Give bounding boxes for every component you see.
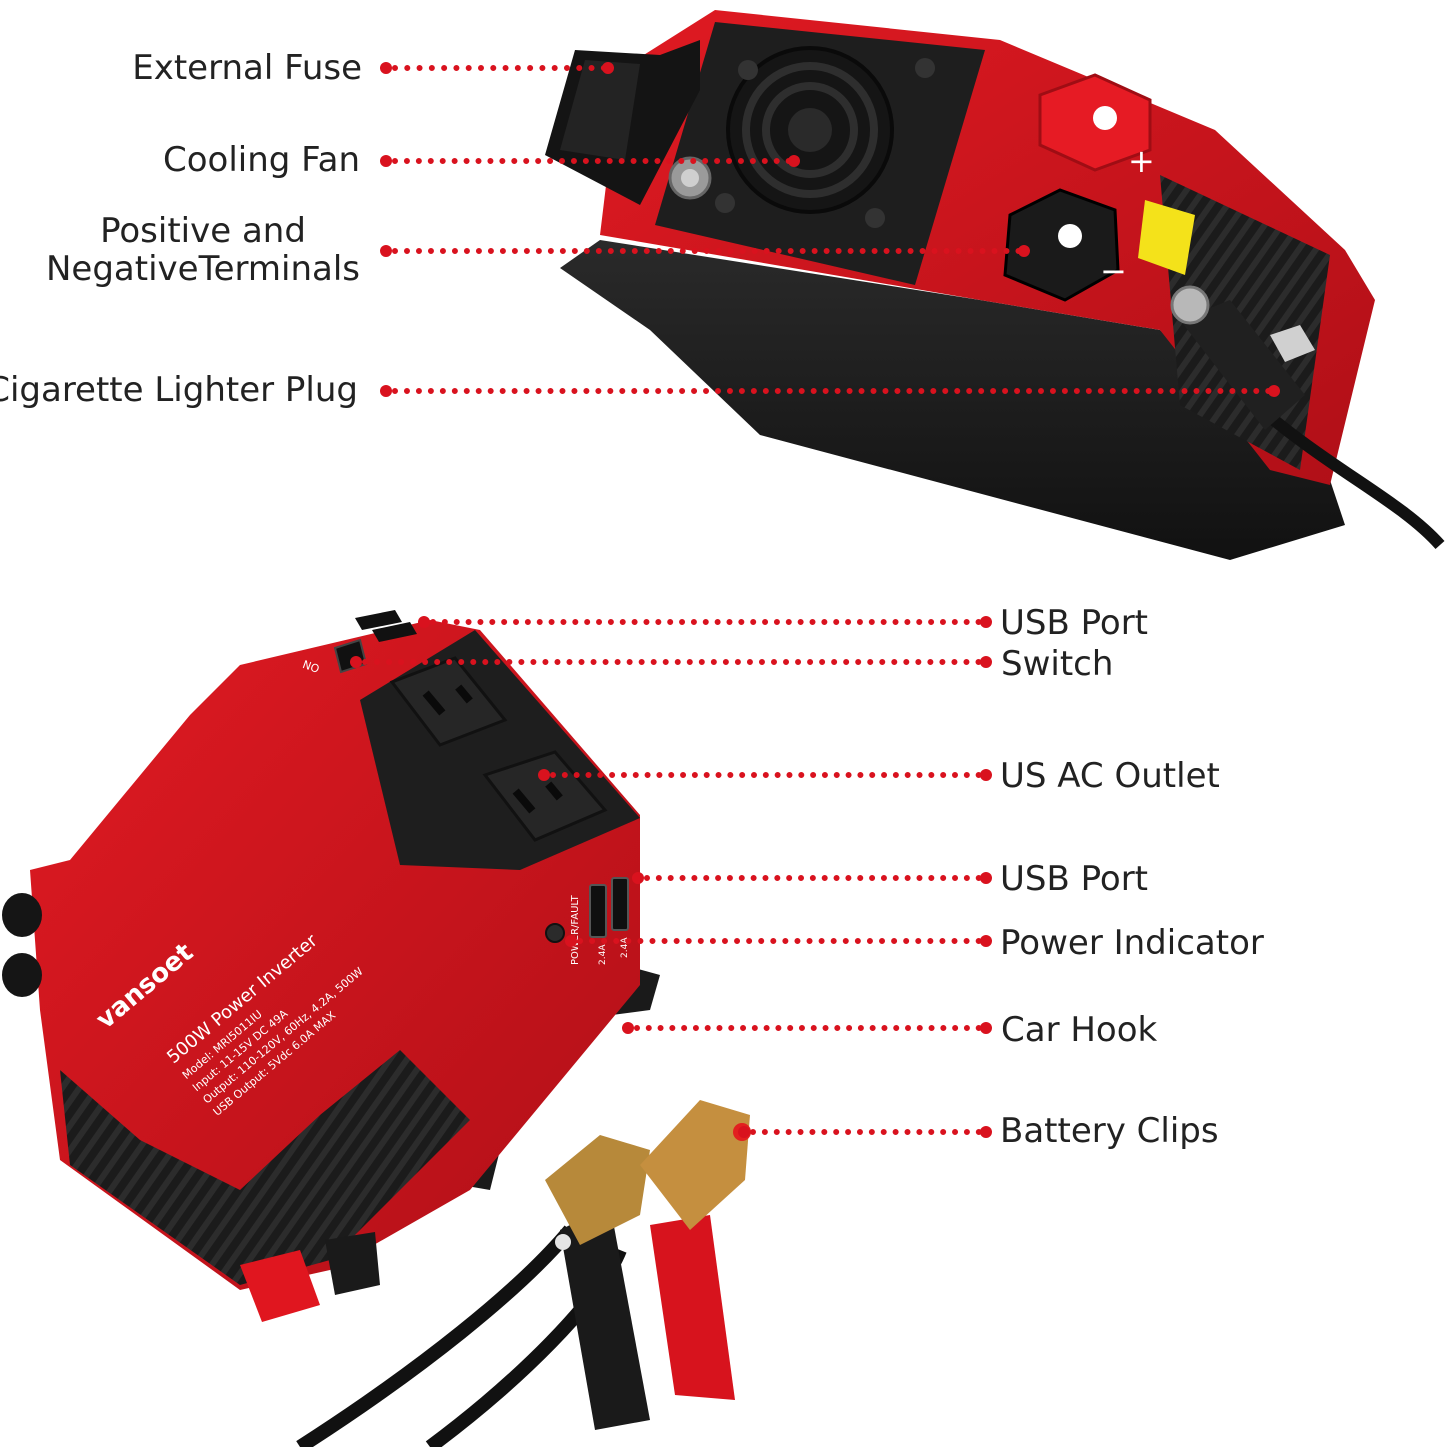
line-cooling-fan [392,158,792,164]
label-battery-clips: Battery Clips [1000,1111,1219,1151]
dot-battery-clips-start [738,1126,750,1138]
dot-usb-top-end [980,616,992,628]
label-switch: Switch [1001,644,1114,684]
plus-sign: + [1128,142,1155,180]
usb-rating-2: 2.4A [620,937,630,958]
line-external-fuse [392,65,607,71]
dot-car-hook-start [622,1022,634,1034]
dot-ac-outlet-start [538,769,550,781]
battery-clips-icon [296,1100,751,1447]
label-car-hook: Car Hook [1001,1010,1158,1050]
top-inverter: + − [545,10,1445,560]
negative-terminal-icon [1003,188,1120,302]
switch-text: ON [301,657,321,675]
dot-car-hook-end [980,1022,992,1034]
dot-cooling-fan-end [788,155,800,167]
line-indicator [577,938,982,944]
dot-terminals-start [380,245,392,257]
line-plug [392,388,1272,394]
dot-indicator-end [980,935,992,947]
front-usb-port-icon [589,877,629,938]
label-terminals: Positive and NegativeTerminals [46,211,360,289]
dot-usb-top-start [418,616,430,628]
power-indicator-led [545,923,565,943]
us-ac-outlet-icon [389,656,608,842]
dot-plug-end [1268,385,1280,397]
dot-battery-clips-end [980,1126,992,1138]
line-battery-clips [750,1129,982,1135]
label-power-indicator: Power Indicator [1000,923,1264,963]
label-us-ac-outlet: US AC Outlet [1000,756,1220,796]
dot-ac-outlet-end [980,769,992,781]
minus-sign: − [1100,252,1127,290]
label-usb-port-front: USB Port [1000,859,1149,899]
dot-switch-start [350,656,362,668]
label-external-fuse: External Fuse [132,48,362,88]
usb-rating-1: 2.4A [598,944,608,965]
indicator-text: POWER/FAULT [570,894,581,965]
top-usb-port-icon [355,610,417,642]
dot-terminals-end [1018,245,1030,257]
bottom-inverter: ON POWER/FAULT 2.4A 2.4A vansoet 500W Po… [2,610,660,1322]
bottom-terminals-icon [240,1232,380,1322]
cigarette-lighter-plug-icon [1170,285,1445,549]
cooling-fan-icon [715,46,935,228]
line-terminals [392,248,1022,254]
dot-plug-start [380,385,392,397]
line-usb-top [430,619,982,625]
label-cooling-fan: Cooling Fan [163,140,360,180]
ground-screw-icon [668,156,712,200]
dot-indicator-start [565,935,577,947]
dot-usb-front-end [980,872,992,884]
side-terminals-icon [2,893,42,997]
line-switch [362,659,982,665]
label-usb-port-top: USB Port [1000,603,1149,643]
dot-cooling-fan-start [380,155,392,167]
dot-switch-end [980,656,992,668]
dot-external-fuse-end [602,62,614,74]
warning-sticker [1138,200,1195,275]
bottom-lower-fins [60,1050,470,1285]
dot-external-fuse-start [380,62,392,74]
line-ac-outlet [550,772,982,778]
line-car-hook [634,1025,982,1031]
top-heatsink-base [560,240,1345,560]
line-usb-front [644,875,982,881]
label-cigarette-lighter-plug: Cigarette Lighter Plug [0,370,358,410]
dot-usb-front-start [632,872,644,884]
positive-terminal-icon [1038,73,1152,172]
